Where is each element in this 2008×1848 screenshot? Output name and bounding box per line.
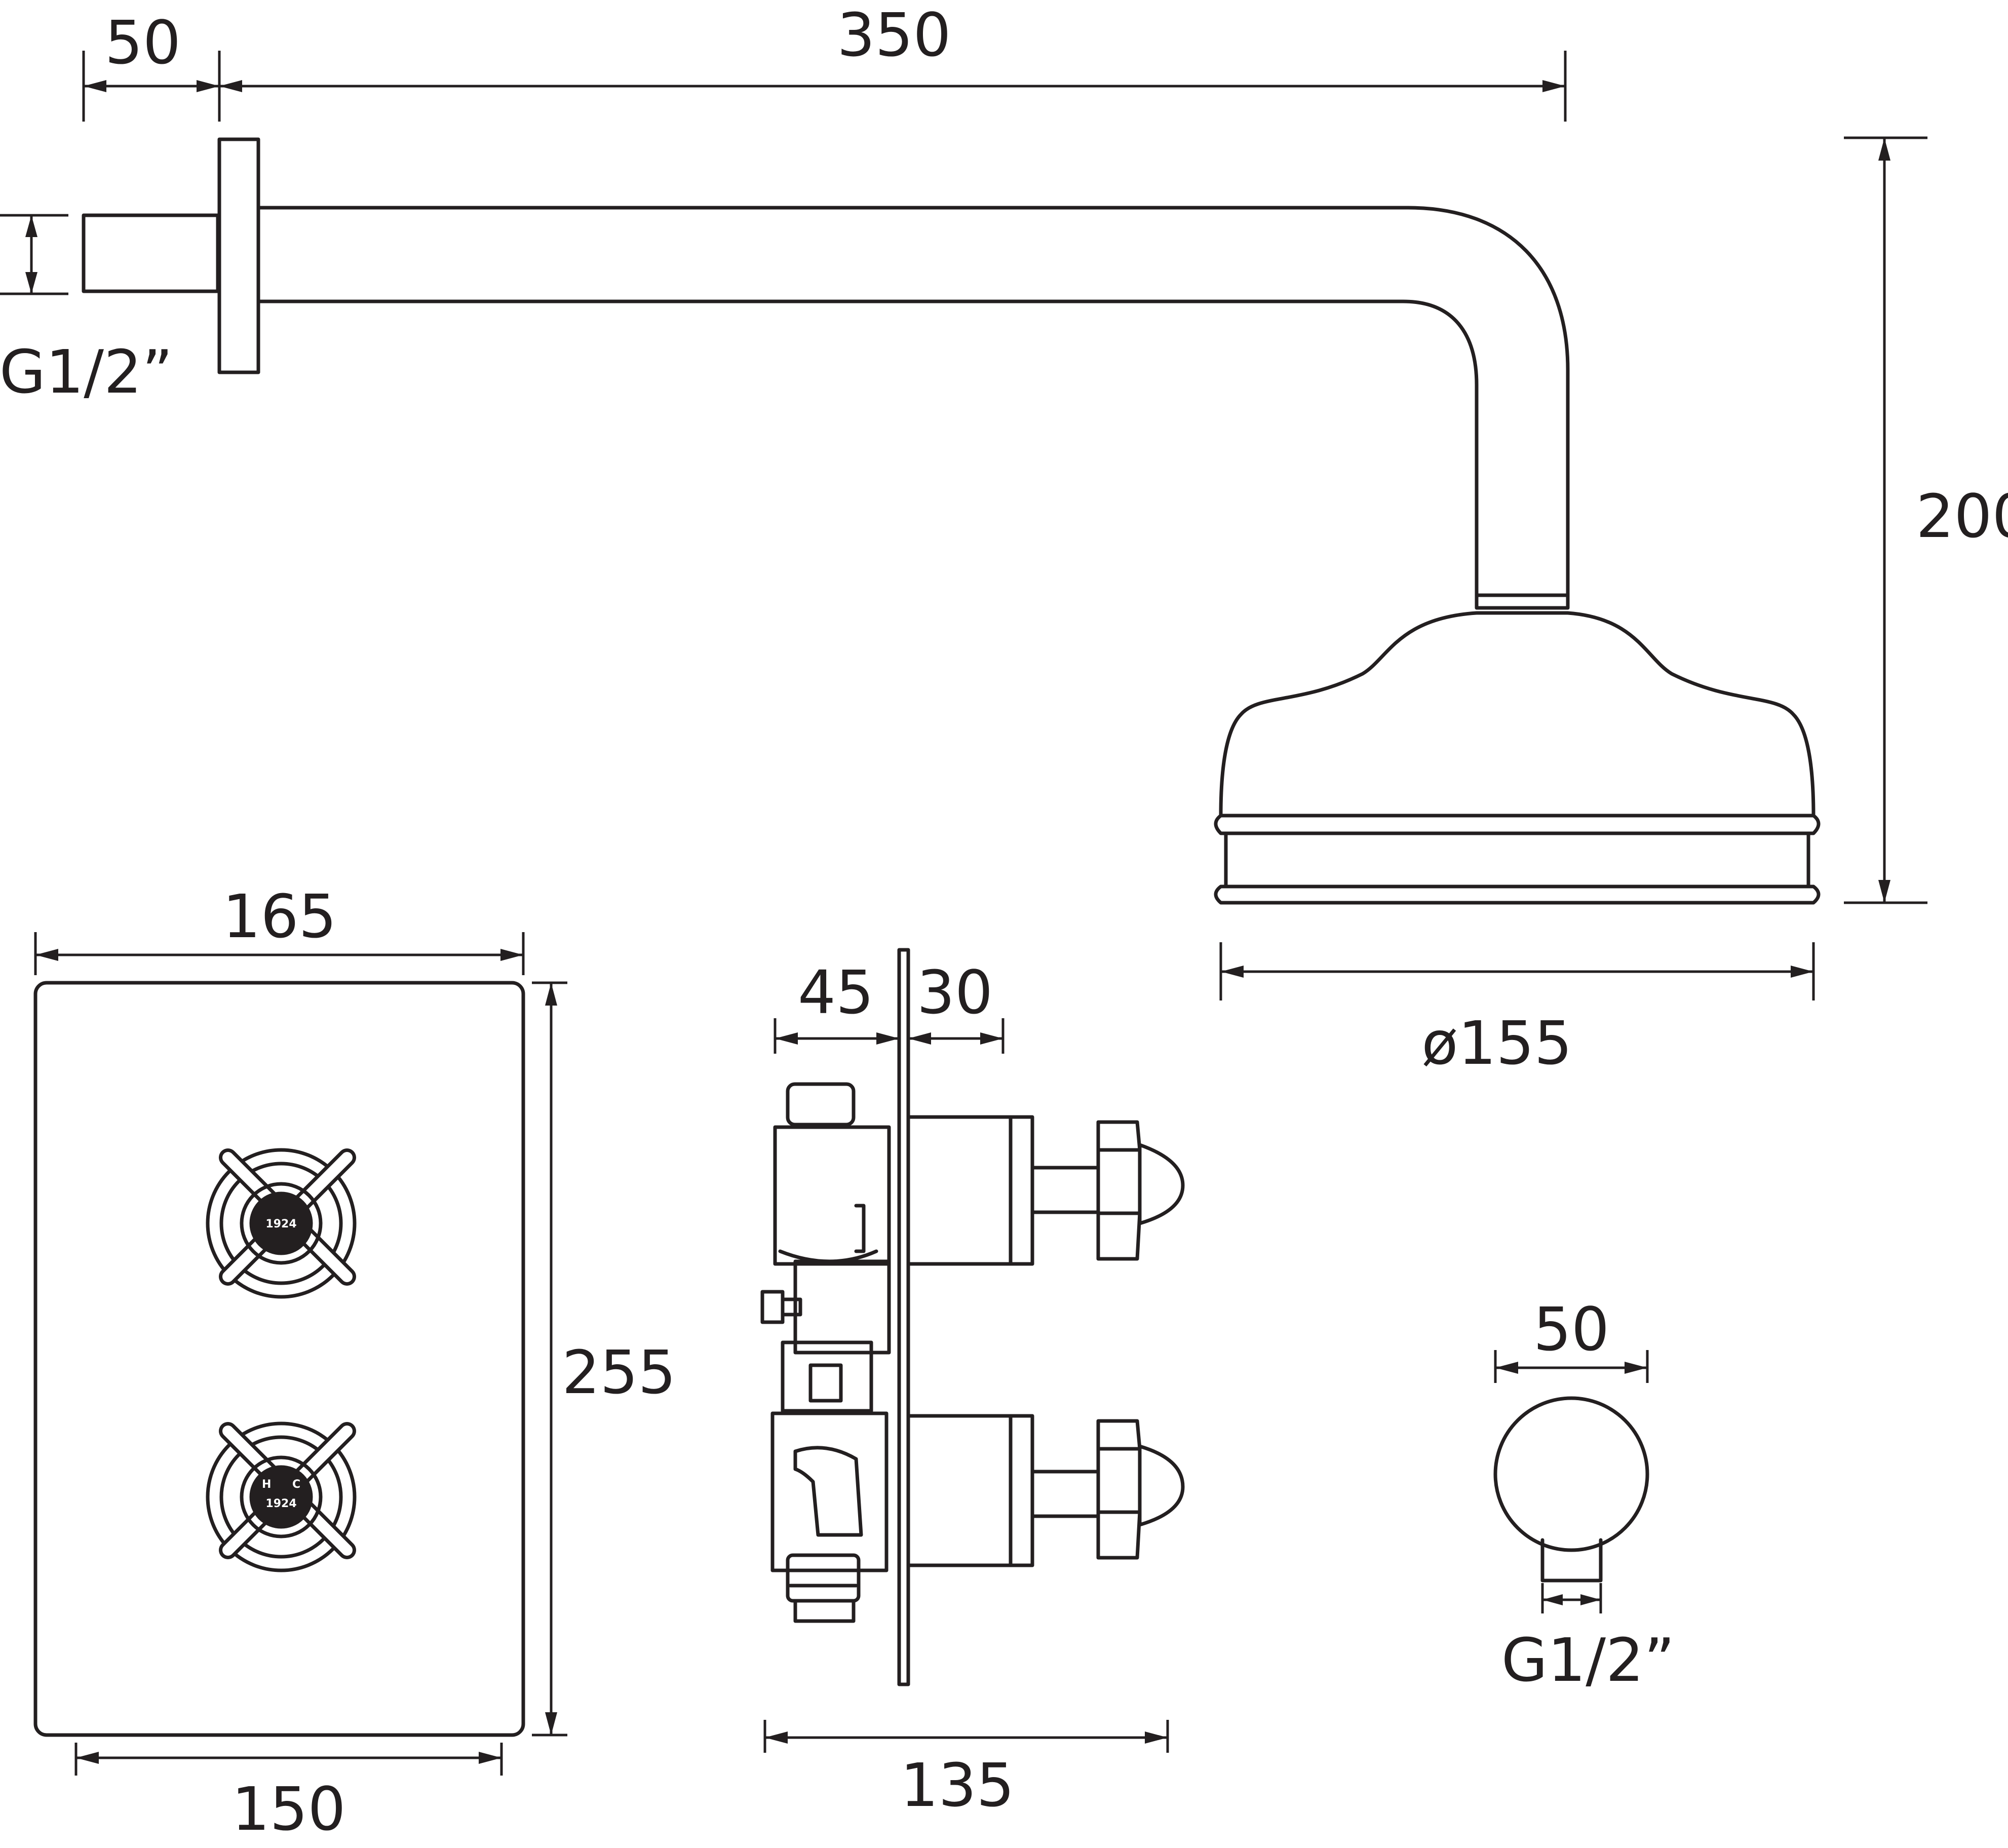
dim-faceplate-bottom-width: 150 (74, 1743, 503, 1844)
side-upper-handle (1096, 1120, 1142, 1261)
wall-elbow-body (1493, 1396, 1649, 1552)
dim-side-rear-depth: 45 (774, 957, 899, 1054)
dim-faceplate-height: 255 (532, 981, 676, 1737)
side-rear-nut-top (786, 1082, 856, 1127)
head-dome (1219, 611, 1816, 818)
shower-arm-assembly (82, 137, 1821, 905)
dim-elbow-diameter: 50 (1494, 1294, 1649, 1383)
dim-faceplate-top-width: 165 (34, 881, 525, 975)
valve-handle-bottom: H C 1924 (206, 1421, 357, 1572)
dim-label-side-front-depth: 30 (917, 957, 993, 1027)
head-collar (1475, 593, 1570, 610)
dim-arm-projection: 350 (219, 0, 1567, 122)
dim-elbow-thread-size: G1/2” (1501, 1583, 1675, 1695)
dim-label-faceplate-top-width: 165 (222, 881, 336, 951)
side-upper-housing (906, 1115, 1034, 1266)
handle-bottom-year: 1924 (265, 1497, 296, 1510)
dim-label-elbow-diameter: 50 (1533, 1294, 1609, 1364)
dim-label-arm-thread-size: G1/2” (0, 337, 173, 407)
side-lower-handle (1096, 1419, 1142, 1560)
dim-side-total-depth: 135 (763, 1720, 1169, 1820)
side-outlet-elbow (793, 1446, 863, 1537)
arm-threaded-inlet (82, 213, 220, 293)
side-rear-nut-bottom (786, 1553, 861, 1603)
dim-label-faceplate-height: 255 (562, 1337, 676, 1407)
head-ring-upper (1214, 814, 1821, 835)
dim-label-head-diameter: ø155 (1421, 1008, 1572, 1078)
side-lower-housing (906, 1414, 1034, 1567)
valve-front-view: 1924 H C 1924 (33, 981, 525, 1737)
dim-side-front-depth: 30 (908, 957, 1005, 1054)
handle-hot-mark: H (262, 1478, 271, 1491)
side-rear-body-mid (793, 1259, 891, 1355)
dim-label-elbow-thread-size: G1/2” (1501, 1625, 1675, 1695)
valve-side-view (760, 948, 1185, 1686)
dim-label-arm-projection: 350 (837, 0, 951, 70)
head-ring-lower (1214, 884, 1821, 905)
valve-faceplate (33, 981, 525, 1737)
wall-elbow (1493, 1396, 1649, 1583)
valve-handle-top: 1924 (206, 1148, 357, 1299)
dim-arm-thread-size: G1/2” (0, 214, 173, 407)
dim-arm-thread-length: 50 (82, 8, 221, 122)
side-check-screw (760, 1290, 802, 1324)
side-rear-body-lower (770, 1411, 889, 1572)
dim-label-side-rear-depth: 45 (798, 957, 874, 1027)
dim-label-faceplate-bottom-width: 150 (231, 1774, 345, 1844)
dim-head-diameter: ø155 (1219, 942, 1815, 1078)
dim-drop-height: 200 (1844, 136, 2008, 904)
arm-tube-outer (256, 206, 1570, 597)
wall-elbow-outlet (1540, 1538, 1603, 1583)
dim-label-arm-thread: 50 (105, 8, 181, 78)
head-ring-middle (1224, 831, 1810, 889)
arm-tube-inner (256, 299, 1479, 597)
handle-cold-mark: C (292, 1478, 300, 1491)
side-faceplate-edge (897, 948, 910, 1686)
dim-label-drop-height: 200 (1916, 481, 2008, 551)
handle-top-year: 1924 (265, 1218, 296, 1230)
dim-label-side-total-depth: 135 (900, 1750, 1014, 1820)
arm-wall-flange (217, 137, 260, 374)
